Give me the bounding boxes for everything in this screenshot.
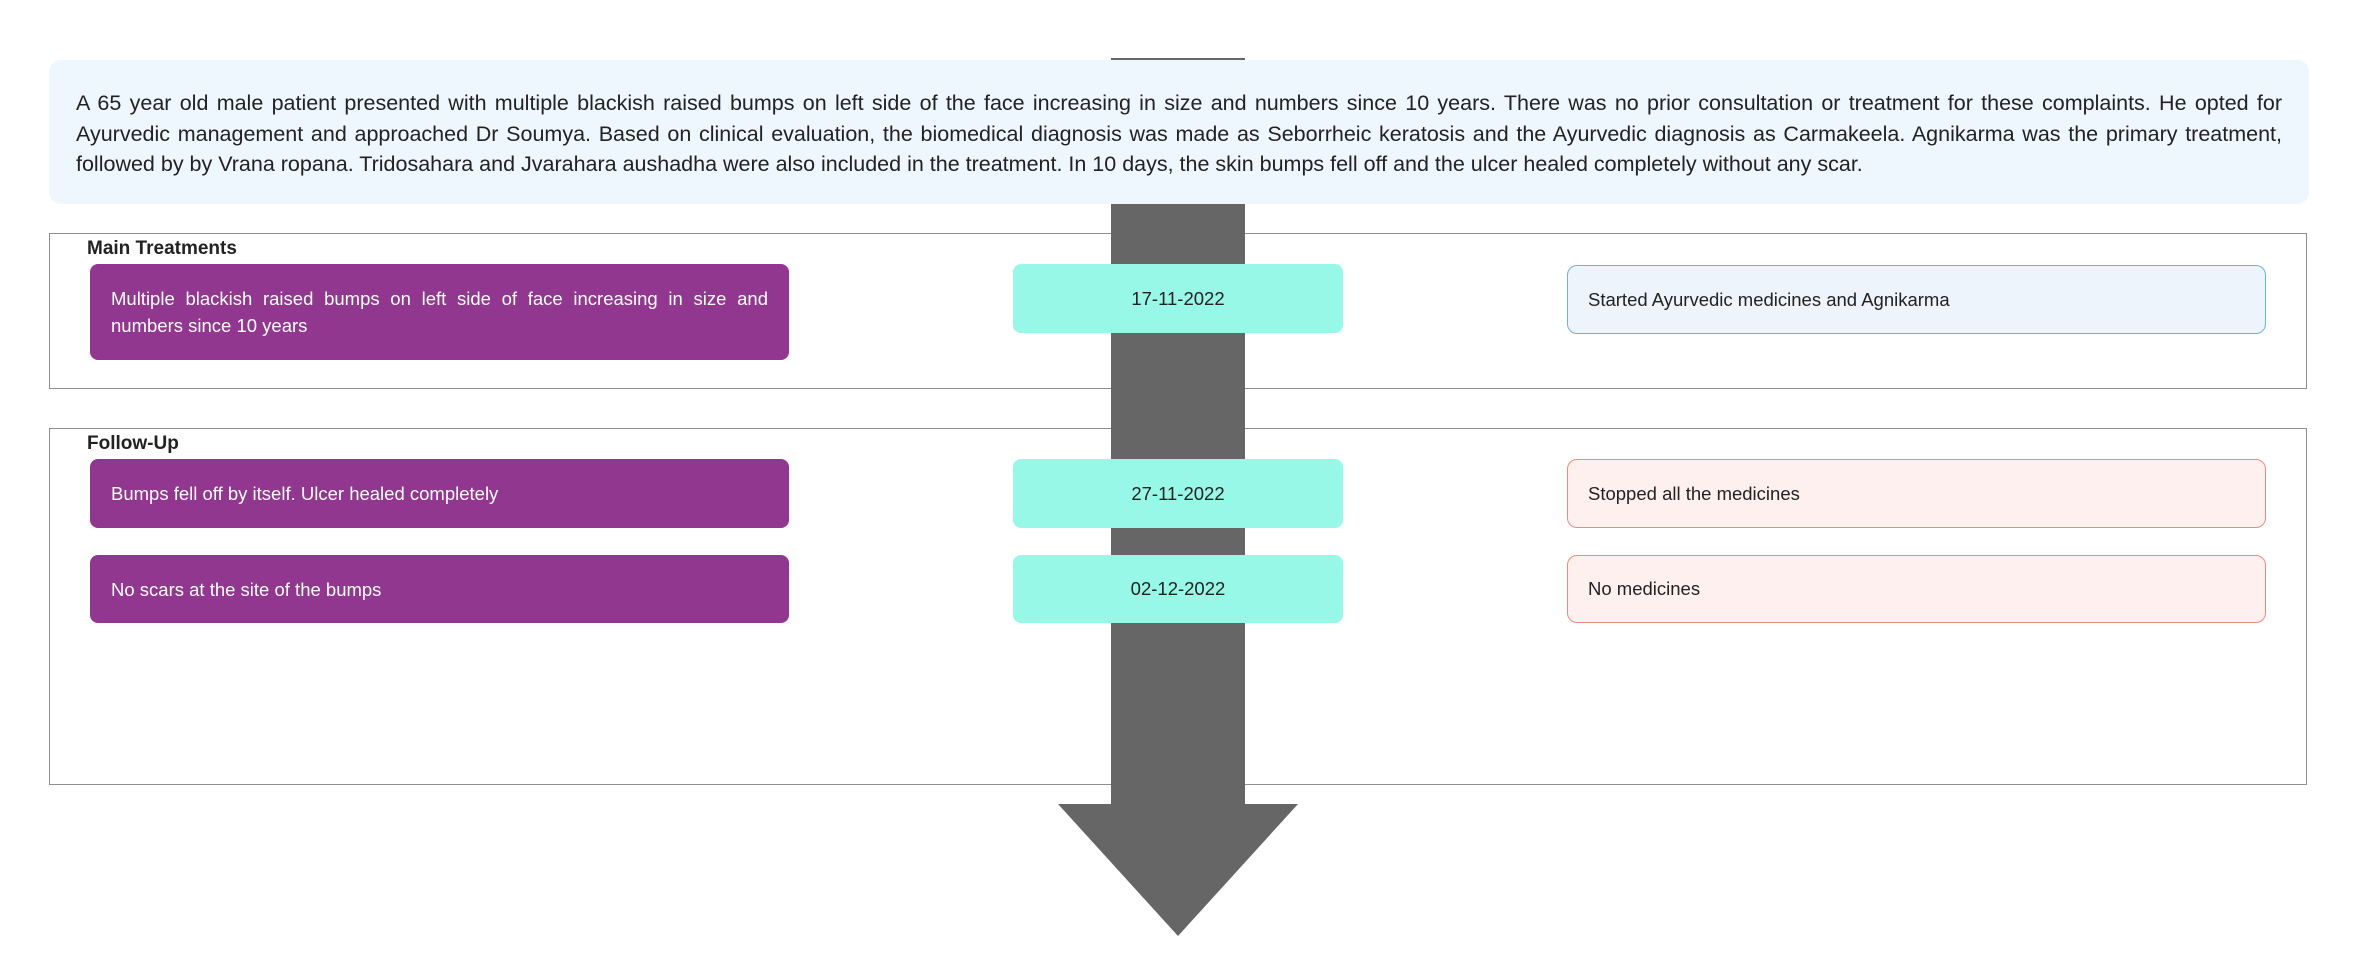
date-box: 27-11-2022: [1013, 459, 1343, 528]
event-box: Multiple blackish raised bumps on left s…: [90, 264, 789, 360]
case-summary: A 65 year old male patient presented wit…: [49, 60, 2309, 204]
date-box: 17-11-2022: [1013, 264, 1343, 333]
timeline-arrow-head: [1058, 804, 1298, 936]
event-box: No scars at the site of the bumps: [90, 555, 789, 623]
treatment-box: Stopped all the medicines: [1567, 459, 2266, 528]
treatment-box: No medicines: [1567, 555, 2266, 623]
treatment-box: Started Ayurvedic medicines and Agnikarm…: [1567, 265, 2266, 334]
date-box: 02-12-2022: [1013, 555, 1343, 623]
event-box: Bumps fell off by itself. Ulcer healed c…: [90, 459, 789, 528]
main-treatments-title: Main Treatments: [87, 238, 237, 259]
follow-up-title: Follow-Up: [87, 433, 179, 454]
